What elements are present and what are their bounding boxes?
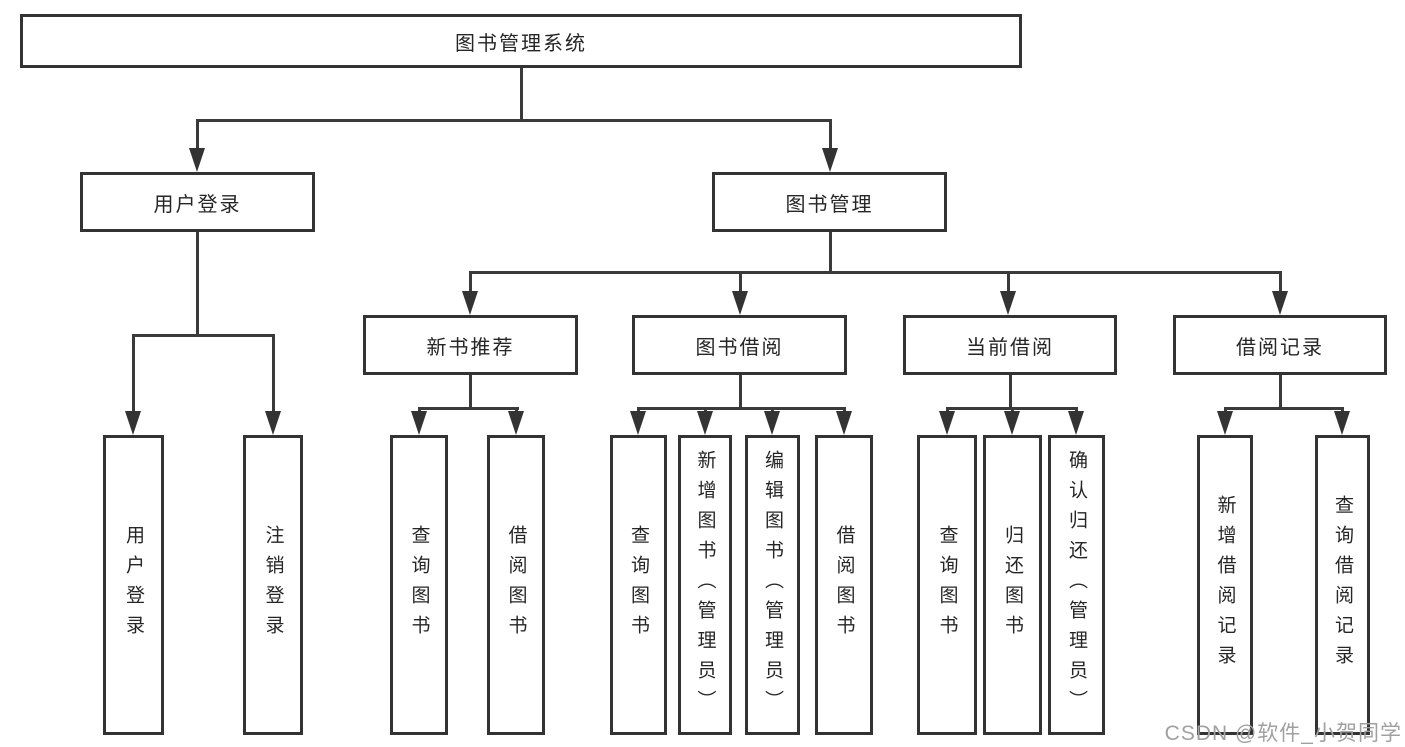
node-label-new-book-recommend: 新书推荐 — [426, 336, 515, 359]
arrowhead-down-icon — [836, 411, 852, 435]
node-label-user-login-group: 用户登录 — [153, 193, 242, 216]
arrowhead-down-icon — [1272, 291, 1288, 315]
node-label-query-books-3: 查询图书 — [936, 525, 958, 645]
node-book-borrowing: 图书借阅 — [632, 315, 847, 375]
arrowhead-down-icon — [462, 291, 478, 315]
arrowhead-down-icon — [265, 411, 281, 435]
connector-line — [637, 407, 846, 410]
arrowhead-down-icon — [1068, 411, 1084, 435]
connector-line — [739, 272, 742, 294]
connector-line — [132, 334, 275, 337]
node-confirm-return-admin: 确认归还（管理员） — [1048, 435, 1105, 735]
connector-line — [469, 271, 1282, 274]
connector-line — [418, 407, 519, 410]
node-label-edit-books-admin: 编辑图书（管理员） — [762, 450, 783, 720]
node-borrow-books-2: 借阅图书 — [815, 435, 873, 735]
node-current-borrowing: 当前借阅 — [903, 315, 1117, 375]
arrowhead-down-icon — [125, 411, 141, 435]
node-label-add-books-admin: 新增图书（管理员） — [694, 450, 716, 720]
node-label-borrow-books-2: 借阅图书 — [833, 525, 855, 645]
node-label-return-books: 归还图书 — [1002, 525, 1023, 645]
node-query-books-1: 查询图书 — [390, 435, 448, 735]
node-user-login: 用户登录 — [103, 435, 164, 735]
node-label-user-login: 用户登录 — [123, 525, 144, 645]
node-edit-books-admin: 编辑图书（管理员） — [745, 435, 800, 735]
connector-line — [1007, 272, 1010, 294]
node-label-borrowing-records: 借阅记录 — [1236, 336, 1324, 359]
node-add-borrow-record: 新增借阅记录 — [1197, 435, 1253, 735]
connector-line — [272, 335, 275, 413]
arrowhead-down-icon — [1004, 411, 1020, 435]
connector-line — [132, 335, 135, 413]
connector-line — [1279, 272, 1282, 294]
connector-line — [1279, 375, 1282, 409]
connector-line — [196, 120, 199, 150]
node-add-books-admin: 新增图书（管理员） — [678, 435, 732, 735]
node-label-add-borrow-record: 新增借阅记录 — [1214, 495, 1236, 675]
node-return-books: 归还图书 — [983, 435, 1042, 735]
arrowhead-down-icon — [1334, 411, 1350, 435]
connector-line — [520, 68, 523, 121]
arrowhead-down-icon — [697, 411, 713, 435]
node-root: 图书管理系统 — [20, 14, 1022, 68]
node-label-root: 图书管理系统 — [455, 32, 587, 55]
connector-line — [739, 375, 742, 409]
node-logout: 注销登录 — [243, 435, 303, 735]
node-label-confirm-return-admin: 确认归还（管理员） — [1066, 450, 1087, 720]
arrowhead-down-icon — [508, 411, 524, 435]
arrowhead-down-icon — [1000, 291, 1016, 315]
connector-line — [196, 232, 199, 336]
connector-line — [829, 232, 832, 273]
connector-line — [469, 375, 472, 409]
node-label-book-borrowing: 图书借阅 — [695, 336, 784, 359]
node-user-login-group: 用户登录 — [80, 172, 315, 232]
node-label-book-management: 图书管理 — [785, 193, 874, 216]
arrowhead-down-icon — [822, 148, 838, 172]
arrowhead-down-icon — [939, 411, 955, 435]
node-label-current-borrowing: 当前借阅 — [966, 336, 1054, 359]
arrowhead-down-icon — [764, 411, 780, 435]
node-borrowing-records: 借阅记录 — [1173, 315, 1387, 375]
connector-line — [829, 120, 832, 150]
connector-line — [196, 119, 832, 122]
arrowhead-down-icon — [411, 411, 427, 435]
arrowhead-down-icon — [189, 148, 205, 172]
arrowhead-down-icon — [1217, 411, 1233, 435]
node-label-query-books-2: 查询图书 — [628, 525, 649, 645]
node-label-logout: 注销登录 — [262, 525, 284, 645]
arrowhead-down-icon — [732, 291, 748, 315]
node-label-query-borrow-record: 查询借阅记录 — [1332, 495, 1353, 675]
connector-line — [1009, 375, 1012, 409]
connector-line — [1224, 407, 1344, 410]
node-label-query-books-1: 查询图书 — [408, 525, 430, 645]
node-label-borrow-books-1: 借阅图书 — [505, 525, 527, 645]
node-query-borrow-record: 查询借阅记录 — [1315, 435, 1370, 735]
node-query-books-3: 查询图书 — [917, 435, 977, 735]
node-query-books-2: 查询图书 — [610, 435, 667, 735]
node-book-management: 图书管理 — [712, 172, 947, 232]
csdn-watermark: CSDN @软件_小贺同学 — [1164, 722, 1402, 745]
connector-line — [469, 272, 472, 294]
node-borrow-books-1: 借阅图书 — [487, 435, 545, 735]
node-new-book-recommend: 新书推荐 — [363, 315, 578, 375]
arrowhead-down-icon — [630, 411, 646, 435]
